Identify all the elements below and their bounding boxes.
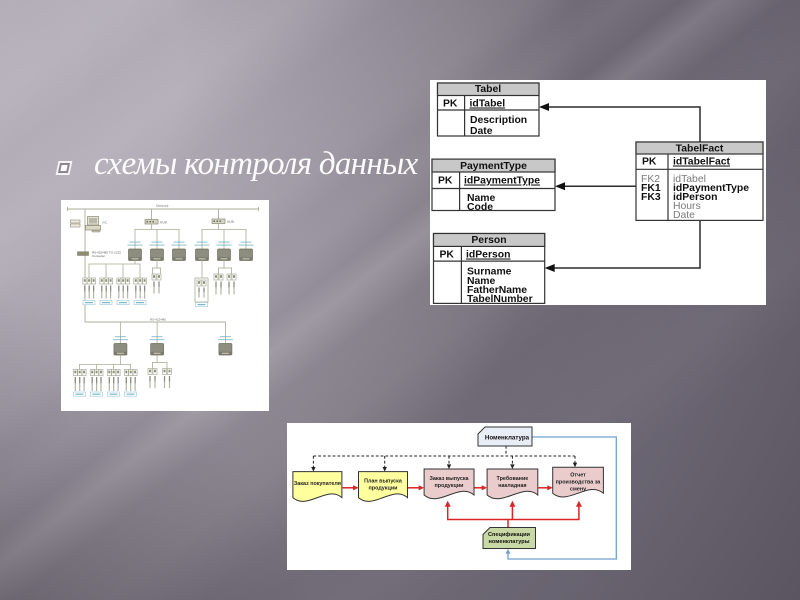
svg-text:Заказ покупателя: Заказ покупателя	[294, 481, 341, 487]
svg-text:RS-422/485: RS-422/485	[150, 318, 166, 322]
svg-text:PK: PK	[443, 99, 458, 110]
svg-text:Network: Network	[156, 204, 169, 208]
svg-text:HUB: HUB	[160, 220, 167, 224]
svg-text:PK: PK	[438, 176, 453, 187]
svg-text:idPaymentType: idPaymentType	[673, 183, 749, 194]
svg-text:продукции: продукции	[435, 483, 464, 489]
svg-text:продукции: продукции	[369, 486, 398, 492]
svg-text:Спецификации: Спецификации	[488, 531, 531, 538]
svg-text:FK3: FK3	[641, 192, 661, 203]
svg-text:Заказ выпуска: Заказ выпуска	[429, 476, 469, 482]
svg-text:HUB: HUB	[227, 220, 234, 224]
svg-text:Person: Person	[471, 235, 506, 246]
svg-text:TabelNumber: TabelNumber	[467, 294, 533, 305]
svg-text:FK2: FK2	[641, 174, 660, 185]
svg-text:idTabel: idTabel	[470, 99, 506, 110]
svg-text:Code: Code	[467, 202, 493, 213]
svg-text:PK: PK	[642, 157, 657, 168]
svg-text:idPerson: idPerson	[673, 192, 717, 203]
svg-text:Date: Date	[673, 210, 695, 221]
svg-text:Date: Date	[470, 126, 493, 137]
svg-text:Номенклатура: Номенклатура	[485, 435, 530, 442]
svg-text:idTabelFact: idTabelFact	[673, 157, 731, 168]
svg-text:Converter: Converter	[92, 254, 105, 258]
svg-text:накладная: накладная	[498, 483, 526, 489]
svg-text:TabelFact: TabelFact	[676, 144, 724, 155]
svg-text:idTabel: idTabel	[673, 174, 706, 185]
svg-text:Tabel: Tabel	[475, 84, 501, 95]
svg-text:Name: Name	[467, 276, 496, 287]
svg-text:производства за: производства за	[556, 480, 602, 486]
svg-text:PaymentType: PaymentType	[460, 161, 527, 172]
svg-text:План выпуска: План выпуска	[364, 479, 403, 485]
svg-text:смену: смену	[570, 487, 586, 493]
svg-text:номенклатуры: номенклатуры	[489, 539, 530, 545]
svg-text:FK1: FK1	[641, 183, 661, 194]
svg-text:Surname: Surname	[467, 267, 512, 278]
svg-text:Требование: Требование	[497, 475, 529, 482]
svg-text:idPaymentType: idPaymentType	[464, 176, 540, 187]
svg-text:Hours: Hours	[673, 201, 701, 212]
svg-text:Name: Name	[467, 193, 496, 204]
svg-text:PC: PC	[103, 221, 108, 225]
svg-text:PK: PK	[440, 250, 455, 261]
svg-text:idPerson: idPerson	[466, 250, 510, 261]
svg-text:Description: Description	[470, 115, 527, 126]
svg-text:RS-422/485 TO C232: RS-422/485 TO C232	[92, 251, 121, 255]
svg-text:Отчет: Отчет	[570, 473, 586, 479]
svg-text:FatherName: FatherName	[467, 285, 527, 296]
